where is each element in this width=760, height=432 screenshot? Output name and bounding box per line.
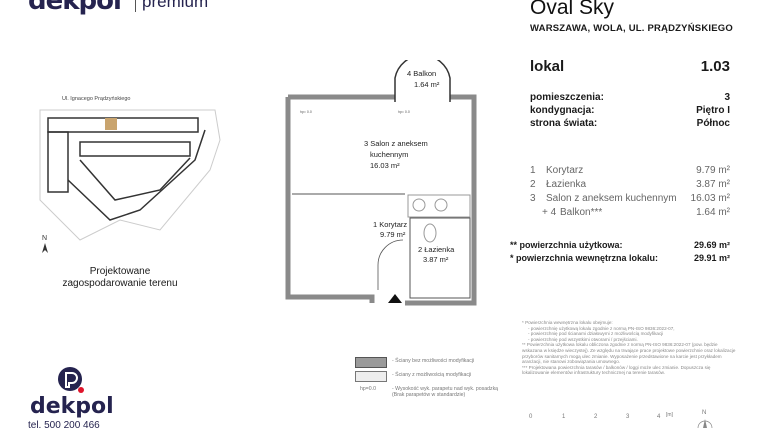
total-value: 29.69 m² xyxy=(693,240,730,250)
property-value: Północ xyxy=(696,118,730,129)
property-label: strona świata: xyxy=(530,118,598,129)
salon-label: 3 Salon z aneksem xyxy=(364,139,428,148)
total-value: 29.91 m² xyxy=(693,253,730,263)
lazienka-area: 3.87 m² xyxy=(423,255,449,264)
room-number: 2 xyxy=(530,179,536,190)
hp-label: hp= 0.0 xyxy=(398,110,410,114)
floor-plan: 4 Balkon 1.64 m² 3 Salon z aneksem kuche… xyxy=(285,60,477,306)
legend-hp: hp=0.0 xyxy=(360,386,377,392)
legend-hp-desc: - Wysokość wyk. parapetu nad wyk. posadz… xyxy=(392,386,498,398)
caption-line-1: Projektowane xyxy=(89,266,151,277)
balkon-area: 1.64 m² xyxy=(414,80,440,89)
room-area: 16.03 m² xyxy=(690,193,730,204)
legend-fixed: - Ściany bez możliwości modyfikacji xyxy=(392,358,475,364)
unit-header: lokal 1.03 xyxy=(530,58,730,76)
room-area: 1.64 m² xyxy=(696,207,730,218)
legend-fixed-swatch xyxy=(355,357,387,368)
korytarz-label: 1 Korytarz xyxy=(373,220,407,229)
scale-tick: 2 xyxy=(594,414,598,420)
property-label: kondygnacja: xyxy=(530,105,595,116)
footnote: * Powierzchnia wewnętrzna lokalu obejmuj… xyxy=(522,320,613,325)
room-row: 2 Łazienka 3.87 m² xyxy=(530,179,730,191)
balkon-label: 4 Balkon xyxy=(407,69,436,78)
room-number: + 4 xyxy=(542,207,557,218)
site-plan: N xyxy=(39,109,221,253)
dekpol-logo-icon xyxy=(58,367,84,393)
north-icon: N xyxy=(42,235,47,242)
project-address: WARSZAWA, WOLA, UL. PRĄDZYŃSKIEGO xyxy=(530,23,733,34)
property-value: 3 xyxy=(724,92,730,103)
room-name: Balkon*** xyxy=(560,207,603,218)
compass-north-label: N xyxy=(702,410,707,416)
project-title: Oval Sky xyxy=(530,0,615,19)
usable-area-row: ** powierzchnia użytkowa: 29.69 m² xyxy=(510,240,730,251)
street-label: Ul. Ignacego Prądzyńskiego xyxy=(62,96,131,102)
room-number: 3 xyxy=(530,193,536,204)
compass-icon xyxy=(697,419,713,428)
legend-hp-desc-1: - Wysokość wyk. parapetu nad wyk. posadz… xyxy=(392,386,499,392)
scale-tick: 1 xyxy=(562,414,566,420)
property-row: pomieszczenia: 3 xyxy=(530,92,730,104)
property-label: pomieszczenia: xyxy=(530,92,604,103)
footnote: - powierzchnię pod wszystkimi otworami /… xyxy=(528,336,638,342)
unit-highlight xyxy=(105,118,117,130)
scale-tick: 4 xyxy=(657,414,661,420)
room-row: 1 Korytarz 9.79 m² xyxy=(530,165,730,177)
room-row: 3 Salon z aneksem kuchennym 16.03 m² xyxy=(530,193,730,205)
legend-modifiable-swatch xyxy=(355,371,387,382)
property-row: strona świata: Północ xyxy=(530,118,730,130)
scale-tick: 3 xyxy=(626,414,630,420)
internal-area-row: * powierzchnia wewnętrzna lokalu: 29.91 m… xyxy=(510,253,730,264)
legend-modifiable: - Ściany z możliwością modyfikacji xyxy=(392,372,472,378)
unit-number: 1.03 xyxy=(700,58,730,75)
footnote: ** Powierzchnia użytkowa lokalu obliczon… xyxy=(522,342,736,365)
footnote: - powierzchnię użytkową lokalu zgodnie z… xyxy=(528,325,675,331)
total-label: * powierzchnia wewnętrzna lokalu: xyxy=(510,253,659,263)
caption-line-2: zagospodarowanie terenu xyxy=(62,278,178,289)
room-name: Salon z aneksem kuchennym xyxy=(546,193,677,204)
dekpol-wordmark: dekpol xyxy=(30,394,114,419)
room-number: 1 xyxy=(530,165,536,176)
site-caption: Projektowane zagospodarowanie terenu xyxy=(40,266,200,290)
scale-unit: [m] xyxy=(666,412,673,418)
room-area: 9.79 m² xyxy=(696,165,730,176)
room-area: 3.87 m² xyxy=(696,179,730,190)
property-row: kondygnacja: Piętro I xyxy=(530,105,730,117)
room-name: Łazienka xyxy=(546,179,587,190)
brand-subtitle: premium xyxy=(142,0,209,11)
footnote: *** Projektowana powierzchnia tarasów / … xyxy=(522,364,711,376)
scale-tick: 0 xyxy=(529,414,533,420)
entrance-icon xyxy=(388,294,402,303)
brand-divider xyxy=(135,0,136,12)
room-name: Korytarz xyxy=(546,165,584,176)
hp-label: hp= 0.0 xyxy=(300,110,312,114)
salon-label-2: kuchennym xyxy=(370,150,408,159)
footnote: - powierzchnię pod ścianami działowymi z… xyxy=(528,331,664,337)
salon-area: 16.03 m² xyxy=(370,161,400,170)
legend-hp-desc-2: (Brak parapetów w standardzie) xyxy=(392,392,466,399)
brand-logo: dekpol xyxy=(28,0,122,16)
unit-label: lokal xyxy=(530,58,565,75)
korytarz-area: 9.79 m² xyxy=(380,230,406,239)
balcony xyxy=(394,60,451,102)
lazienka-label: 2 Łazienka xyxy=(418,245,455,254)
phone-number[interactable]: tel. 500 200 466 xyxy=(28,420,100,431)
footnotes: * Powierzchnia wewnętrzna lokalu obejmuj… xyxy=(522,320,737,376)
total-label: ** powierzchnia użytkowa: xyxy=(510,240,623,250)
property-value: Piętro I xyxy=(696,105,730,116)
